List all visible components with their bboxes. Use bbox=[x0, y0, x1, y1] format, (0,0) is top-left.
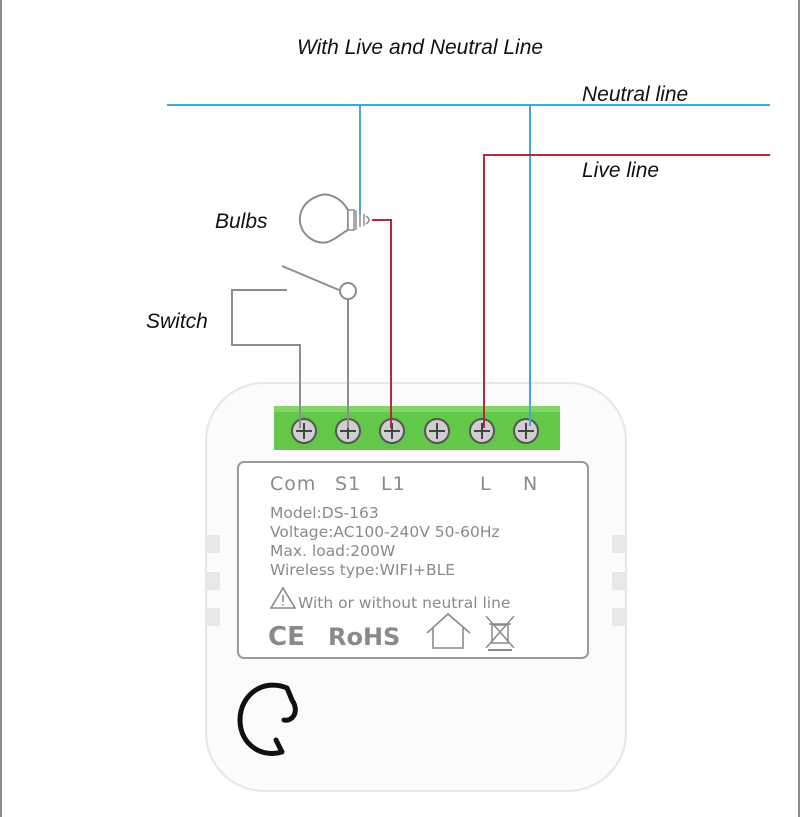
frame-left-border bbox=[0, 0, 2, 817]
live-wire bbox=[372, 154, 770, 428]
spec-model: Model:DS-163 bbox=[270, 504, 379, 522]
ce-mark: CE bbox=[268, 622, 305, 652]
terminal-screw-com bbox=[291, 418, 317, 444]
terminal-label-l: L bbox=[480, 473, 492, 495]
switch-label: Switch bbox=[146, 310, 208, 333]
spec-voltage: Voltage:AC100-240V 50-60Hz bbox=[270, 523, 500, 541]
live-line-label: Live line bbox=[582, 159, 659, 182]
terminal-label-l1: L1 bbox=[381, 473, 406, 495]
terminal-label-s1: S1 bbox=[335, 473, 361, 495]
label-panel: Com S1 L1 L N Model:DS-163 Voltage:AC100… bbox=[237, 461, 589, 659]
warning-text: With or without neutral line bbox=[298, 594, 510, 612]
terminal-screw-blank bbox=[424, 418, 450, 444]
terminal-label-com: Com bbox=[270, 473, 316, 495]
terminal-block bbox=[274, 406, 560, 450]
bulb-icon bbox=[298, 193, 370, 244]
frame-right-border bbox=[798, 0, 800, 817]
diagram-title: With Live and Neutral Line bbox=[297, 36, 543, 59]
spec-wireless: Wireless type:WIFI+BLE bbox=[270, 561, 455, 579]
rohs-mark: RoHS bbox=[328, 623, 400, 651]
weee-bin-icon bbox=[485, 615, 515, 651]
warning-triangle-icon bbox=[269, 586, 297, 609]
spec-max-load: Max. load:200W bbox=[270, 542, 395, 560]
neutral-wire bbox=[167, 104, 770, 426]
bulbs-label: Bulbs bbox=[215, 210, 268, 233]
pin-hole-icon bbox=[237, 682, 298, 756]
house-icon bbox=[426, 612, 471, 649]
switch-wire bbox=[231, 289, 349, 428]
terminal-screw-l bbox=[469, 418, 495, 444]
neutral-line-label: Neutral line bbox=[582, 83, 688, 106]
terminal-screw-l1 bbox=[379, 418, 405, 444]
switch-icon bbox=[281, 265, 357, 300]
terminal-screw-n bbox=[513, 418, 539, 444]
terminal-label-n: N bbox=[523, 473, 538, 495]
